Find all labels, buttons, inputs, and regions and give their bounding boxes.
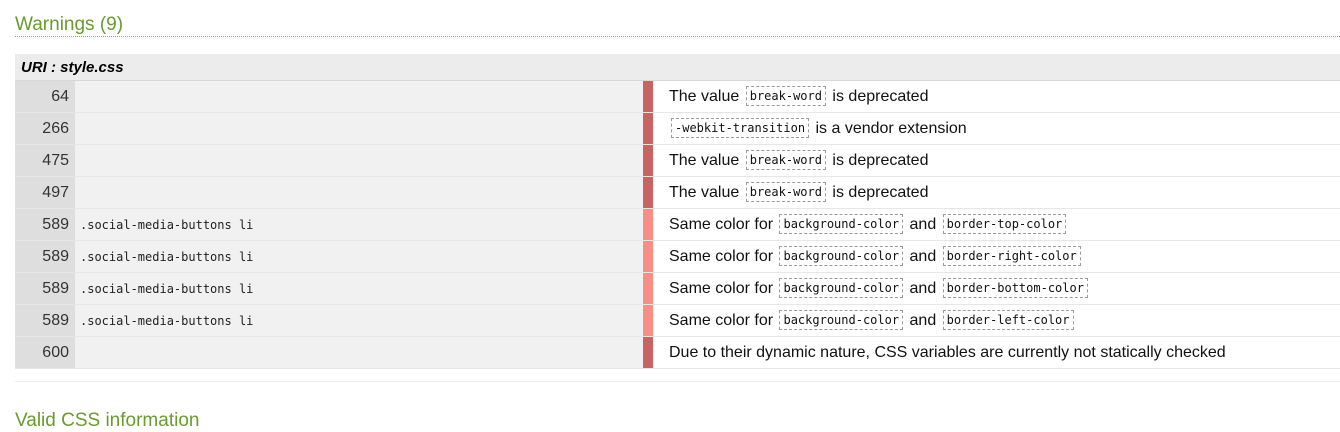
message-text: Same color for [669, 247, 778, 265]
heading-divider [15, 36, 1340, 37]
section-divider [15, 381, 1340, 382]
css-token: background-color [779, 277, 904, 298]
warning-message: The value break-word is deprecated [653, 176, 1340, 209]
warning-message: The value break-word is deprecated [653, 144, 1340, 177]
message-text: and [905, 215, 941, 233]
warning-level-indicator [643, 80, 653, 113]
warnings-heading: Warnings (9) [15, 14, 124, 35]
warning-message: Due to their dynamic nature, CSS variabl… [653, 336, 1340, 369]
css-token: background-color [779, 245, 904, 266]
line-number: 589 [15, 304, 75, 337]
context-selector [75, 176, 643, 209]
context-selector [75, 336, 643, 369]
context-selector [75, 112, 643, 145]
context-selector: .social-media-buttons li [75, 240, 643, 273]
valid-css-info-heading: Valid CSS information [15, 410, 200, 431]
warning-row: 600 Due to their dynamic nature, CSS vari… [15, 336, 1340, 369]
warning-message: The value break-word is deprecated [653, 80, 1340, 113]
warning-row: 475 The value break-word is deprecated [15, 144, 1340, 177]
warning-row: 589.social-media-buttons li Same color fo… [15, 272, 1340, 305]
warning-row: 589.social-media-buttons li Same color fo… [15, 240, 1340, 273]
css-token: border-left-color [942, 309, 1074, 330]
css-token: background-color [779, 309, 904, 330]
context-selector: .social-media-buttons li [75, 272, 643, 305]
uri-label: URI : style.css [15, 54, 1340, 81]
warning-level-indicator [643, 112, 653, 145]
message-text: and [905, 311, 941, 329]
css-token: break-word [745, 85, 826, 106]
css-token: border-top-color [942, 213, 1067, 234]
message-text: and [905, 279, 941, 297]
line-number: 497 [15, 176, 75, 209]
warning-row: 589.social-media-buttons li Same color fo… [15, 208, 1340, 241]
warning-level-indicator [643, 208, 653, 241]
warning-level-indicator [643, 240, 653, 273]
warning-level-indicator [643, 304, 653, 337]
warning-row: 497 The value break-word is deprecated [15, 176, 1340, 209]
message-text: Same color for [669, 215, 778, 233]
message-text: The value [669, 87, 744, 105]
context-selector [75, 144, 643, 177]
warning-level-indicator [643, 144, 653, 177]
message-text: is deprecated [827, 183, 929, 201]
message-text: Same color for [669, 311, 778, 329]
css-token: background-color [779, 213, 904, 234]
css-token: border-right-color [942, 245, 1081, 266]
uri-row: URI : style.css [15, 54, 1340, 81]
warning-message: Same color for background-color and bord… [653, 272, 1340, 305]
context-selector: .social-media-buttons li [75, 208, 643, 241]
message-text: is deprecated [827, 87, 929, 105]
line-number: 589 [15, 240, 75, 273]
message-text: is a vendor extension [811, 119, 967, 137]
message-text: The value [669, 151, 744, 169]
css-token: -webkit-transition [671, 117, 810, 138]
warning-message: -webkit-transition is a vendor extension [653, 112, 1340, 145]
context-selector: .social-media-buttons li [75, 304, 643, 337]
warning-row: 64 The value break-word is deprecated [15, 80, 1340, 113]
warning-message: Same color for background-color and bord… [653, 208, 1340, 241]
line-number: 64 [15, 80, 75, 113]
warning-level-indicator [643, 336, 653, 369]
line-number: 266 [15, 112, 75, 145]
line-number: 589 [15, 208, 75, 241]
line-number: 589 [15, 272, 75, 305]
message-text: Same color for [669, 279, 778, 297]
warning-row: 266 -webkit-transition is a vendor extens… [15, 112, 1340, 145]
css-token: border-bottom-color [942, 277, 1088, 298]
message-text: is deprecated [827, 151, 929, 169]
warning-message: Same color for background-color and bord… [653, 240, 1340, 273]
warning-row: 589.social-media-buttons li Same color fo… [15, 304, 1340, 337]
message-text: The value [669, 183, 744, 201]
line-number: 475 [15, 144, 75, 177]
css-token: break-word [745, 149, 826, 170]
warning-level-indicator [643, 176, 653, 209]
message-text: and [905, 247, 941, 265]
css-token: break-word [745, 181, 826, 202]
warning-level-indicator [643, 272, 653, 305]
line-number: 600 [15, 336, 75, 369]
message-text: Due to their dynamic nature, CSS variabl… [669, 343, 1226, 361]
context-selector [75, 80, 643, 113]
warning-message: Same color for background-color and bord… [653, 304, 1340, 337]
